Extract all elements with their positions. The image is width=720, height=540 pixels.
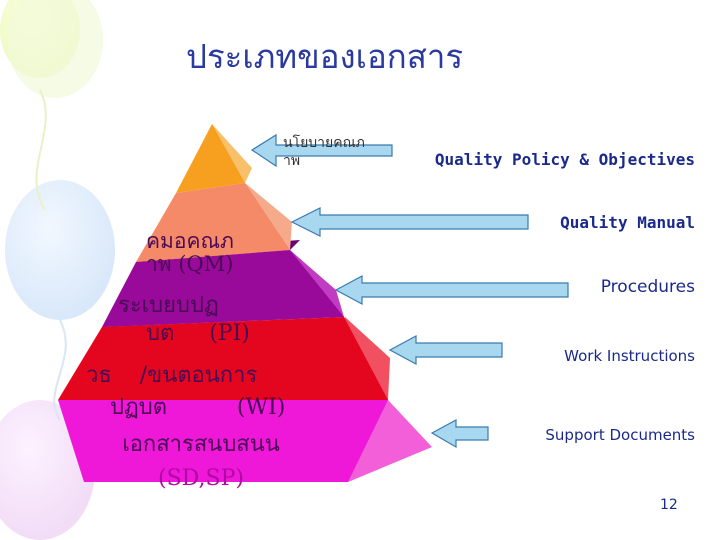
manual-tier-label-line2: าพ (QM) [146, 252, 234, 276]
arrow-policy [250, 133, 393, 168]
label-procedures: Procedures [600, 277, 695, 297]
work-instructions-tier-label: วธ /ขนตอนการ ปฏบต (WI) [86, 360, 285, 424]
pyramid-tier-support [58, 400, 388, 482]
arrow-manual [290, 207, 529, 237]
arrow-support-documents [430, 418, 489, 449]
procedures-tier-label: ระเบยบปฏ บต (PI) [118, 292, 250, 348]
pyramid-tier-manual-side [245, 183, 292, 250]
pyramid-tier-manual [136, 183, 290, 262]
pyramid-tier-procedures [102, 250, 344, 327]
pyramid-tier-policy [176, 124, 245, 193]
label-quality-policy: Quality Policy & Objectives [434, 150, 695, 169]
label-support-documents: Support Documents [545, 426, 695, 444]
balloon-green [7, 0, 103, 98]
policy-tier-label-line1: นโยบายคณภ [283, 135, 365, 151]
label-quality-manual: Quality Manual [560, 213, 695, 232]
support-tier-label: เอกสารสนบสนน (SD,SP) [96, 428, 306, 496]
support-tier-label-line1: เอกสารสนบสนน [122, 432, 280, 457]
balloon-string [35, 89, 47, 211]
label-work-instructions: Work Instructions [564, 347, 695, 365]
policy-tier-label-line2: าพ [283, 153, 301, 169]
arrow-procedures [334, 274, 569, 306]
pyramid-tier-work-instructions [58, 317, 388, 400]
arrow-work-instructions [388, 334, 503, 366]
policy-tier-label: นโยบายคณภ าพ [283, 134, 393, 170]
work-instructions-tier-label-line2: ปฏบต (WI) [110, 395, 286, 420]
procedures-tier-label-line1: ระเบยบปฏ [118, 293, 219, 318]
support-tier-label-line2: (SD,SP) [158, 466, 244, 491]
balloon-blue [5, 180, 115, 320]
page-number: 12 [660, 497, 678, 513]
work-instructions-tier-label-line1: วธ /ขนตอนการ [86, 363, 258, 388]
manual-tier-label-line1: คมอคณภ [146, 229, 234, 253]
procedures-tier-label-line2: บต (PI) [146, 321, 250, 346]
manual-tier-label: คมอคณภ าพ (QM) [146, 230, 234, 276]
pyramid-tier-policy-side [212, 124, 252, 183]
slide-title: ประเภทของเอกสาร [186, 37, 464, 76]
balloon-string [53, 319, 67, 421]
